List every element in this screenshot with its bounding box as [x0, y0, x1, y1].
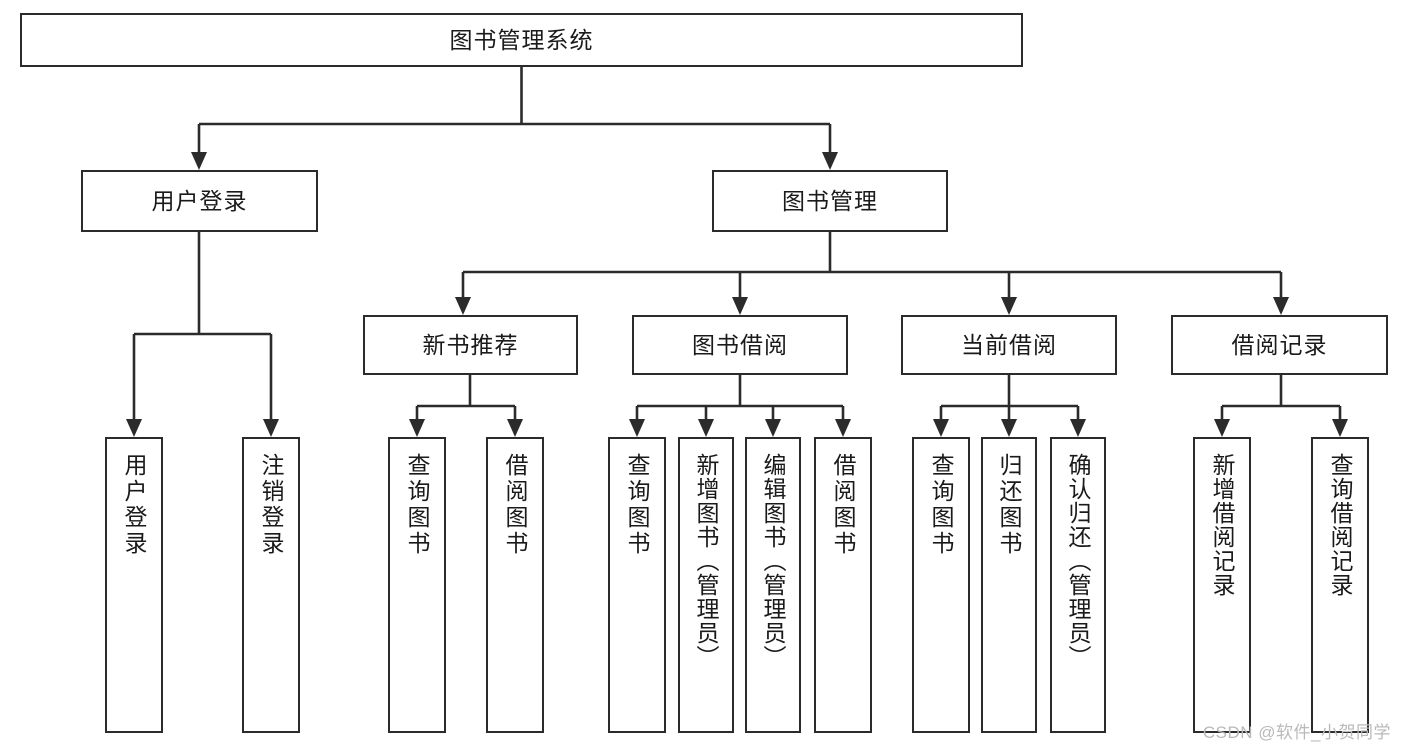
node-label: 借阅记录	[1231, 331, 1328, 358]
node-new-book-recommend[interactable]: 新书推荐	[363, 315, 578, 375]
node-label: 用户登录	[151, 187, 248, 214]
node-label: 查询图书	[404, 453, 431, 557]
node-label: 借阅图书	[830, 453, 857, 557]
node-label: 用户登录	[121, 453, 148, 557]
node-label: 查询图书	[928, 453, 955, 557]
leaf-borrow-add-book-admin[interactable]: 新增图书（管理员）	[678, 437, 734, 733]
node-current-borrow[interactable]: 当前借阅	[901, 315, 1117, 375]
node-label: 查询图书	[624, 453, 651, 557]
node-label: 借阅图书	[502, 453, 529, 557]
node-user-login[interactable]: 用户登录	[81, 170, 318, 232]
node-label: 当前借阅	[961, 331, 1057, 358]
node-label: 归还图书	[996, 453, 1023, 557]
leaf-borrow-query-book[interactable]: 查询图书	[608, 437, 666, 733]
leaf-current-confirm-return-admin[interactable]: 确认归还（管理员）	[1050, 437, 1106, 733]
node-label: 注销登录	[258, 453, 285, 557]
node-label: 编辑图书（管理员）	[760, 453, 787, 669]
leaf-borrow-borrow-book[interactable]: 借阅图书	[814, 437, 872, 733]
node-label: 新增图书（管理员）	[693, 453, 720, 669]
node-label: 图书管理系统	[449, 26, 594, 53]
leaf-user-login[interactable]: 用户登录	[105, 437, 163, 733]
node-borrow-record[interactable]: 借阅记录	[1171, 315, 1388, 375]
node-label: 图书管理	[782, 187, 878, 214]
node-label: 确认归还（管理员）	[1065, 453, 1092, 669]
node-book-management[interactable]: 图书管理	[712, 170, 948, 232]
leaf-logout[interactable]: 注销登录	[242, 437, 300, 733]
leaf-borrow-edit-book-admin[interactable]: 编辑图书（管理员）	[745, 437, 801, 733]
node-label: 新书推荐	[422, 331, 519, 358]
leaf-current-query-book[interactable]: 查询图书	[912, 437, 970, 733]
node-label: 图书借阅	[692, 331, 788, 358]
node-root-book-management-system[interactable]: 图书管理系统	[20, 13, 1023, 67]
leaf-current-return-book[interactable]: 归还图书	[981, 437, 1037, 733]
node-label: 新增借阅记录	[1209, 453, 1236, 597]
leaf-record-add-borrow-record[interactable]: 新增借阅记录	[1193, 437, 1251, 733]
leaf-record-query-borrow-record[interactable]: 查询借阅记录	[1311, 437, 1369, 733]
node-book-borrow[interactable]: 图书借阅	[632, 315, 848, 375]
node-label: 查询借阅记录	[1327, 453, 1354, 597]
leaf-newbook-query-book[interactable]: 查询图书	[388, 437, 446, 733]
leaf-newbook-borrow-book[interactable]: 借阅图书	[486, 437, 544, 733]
